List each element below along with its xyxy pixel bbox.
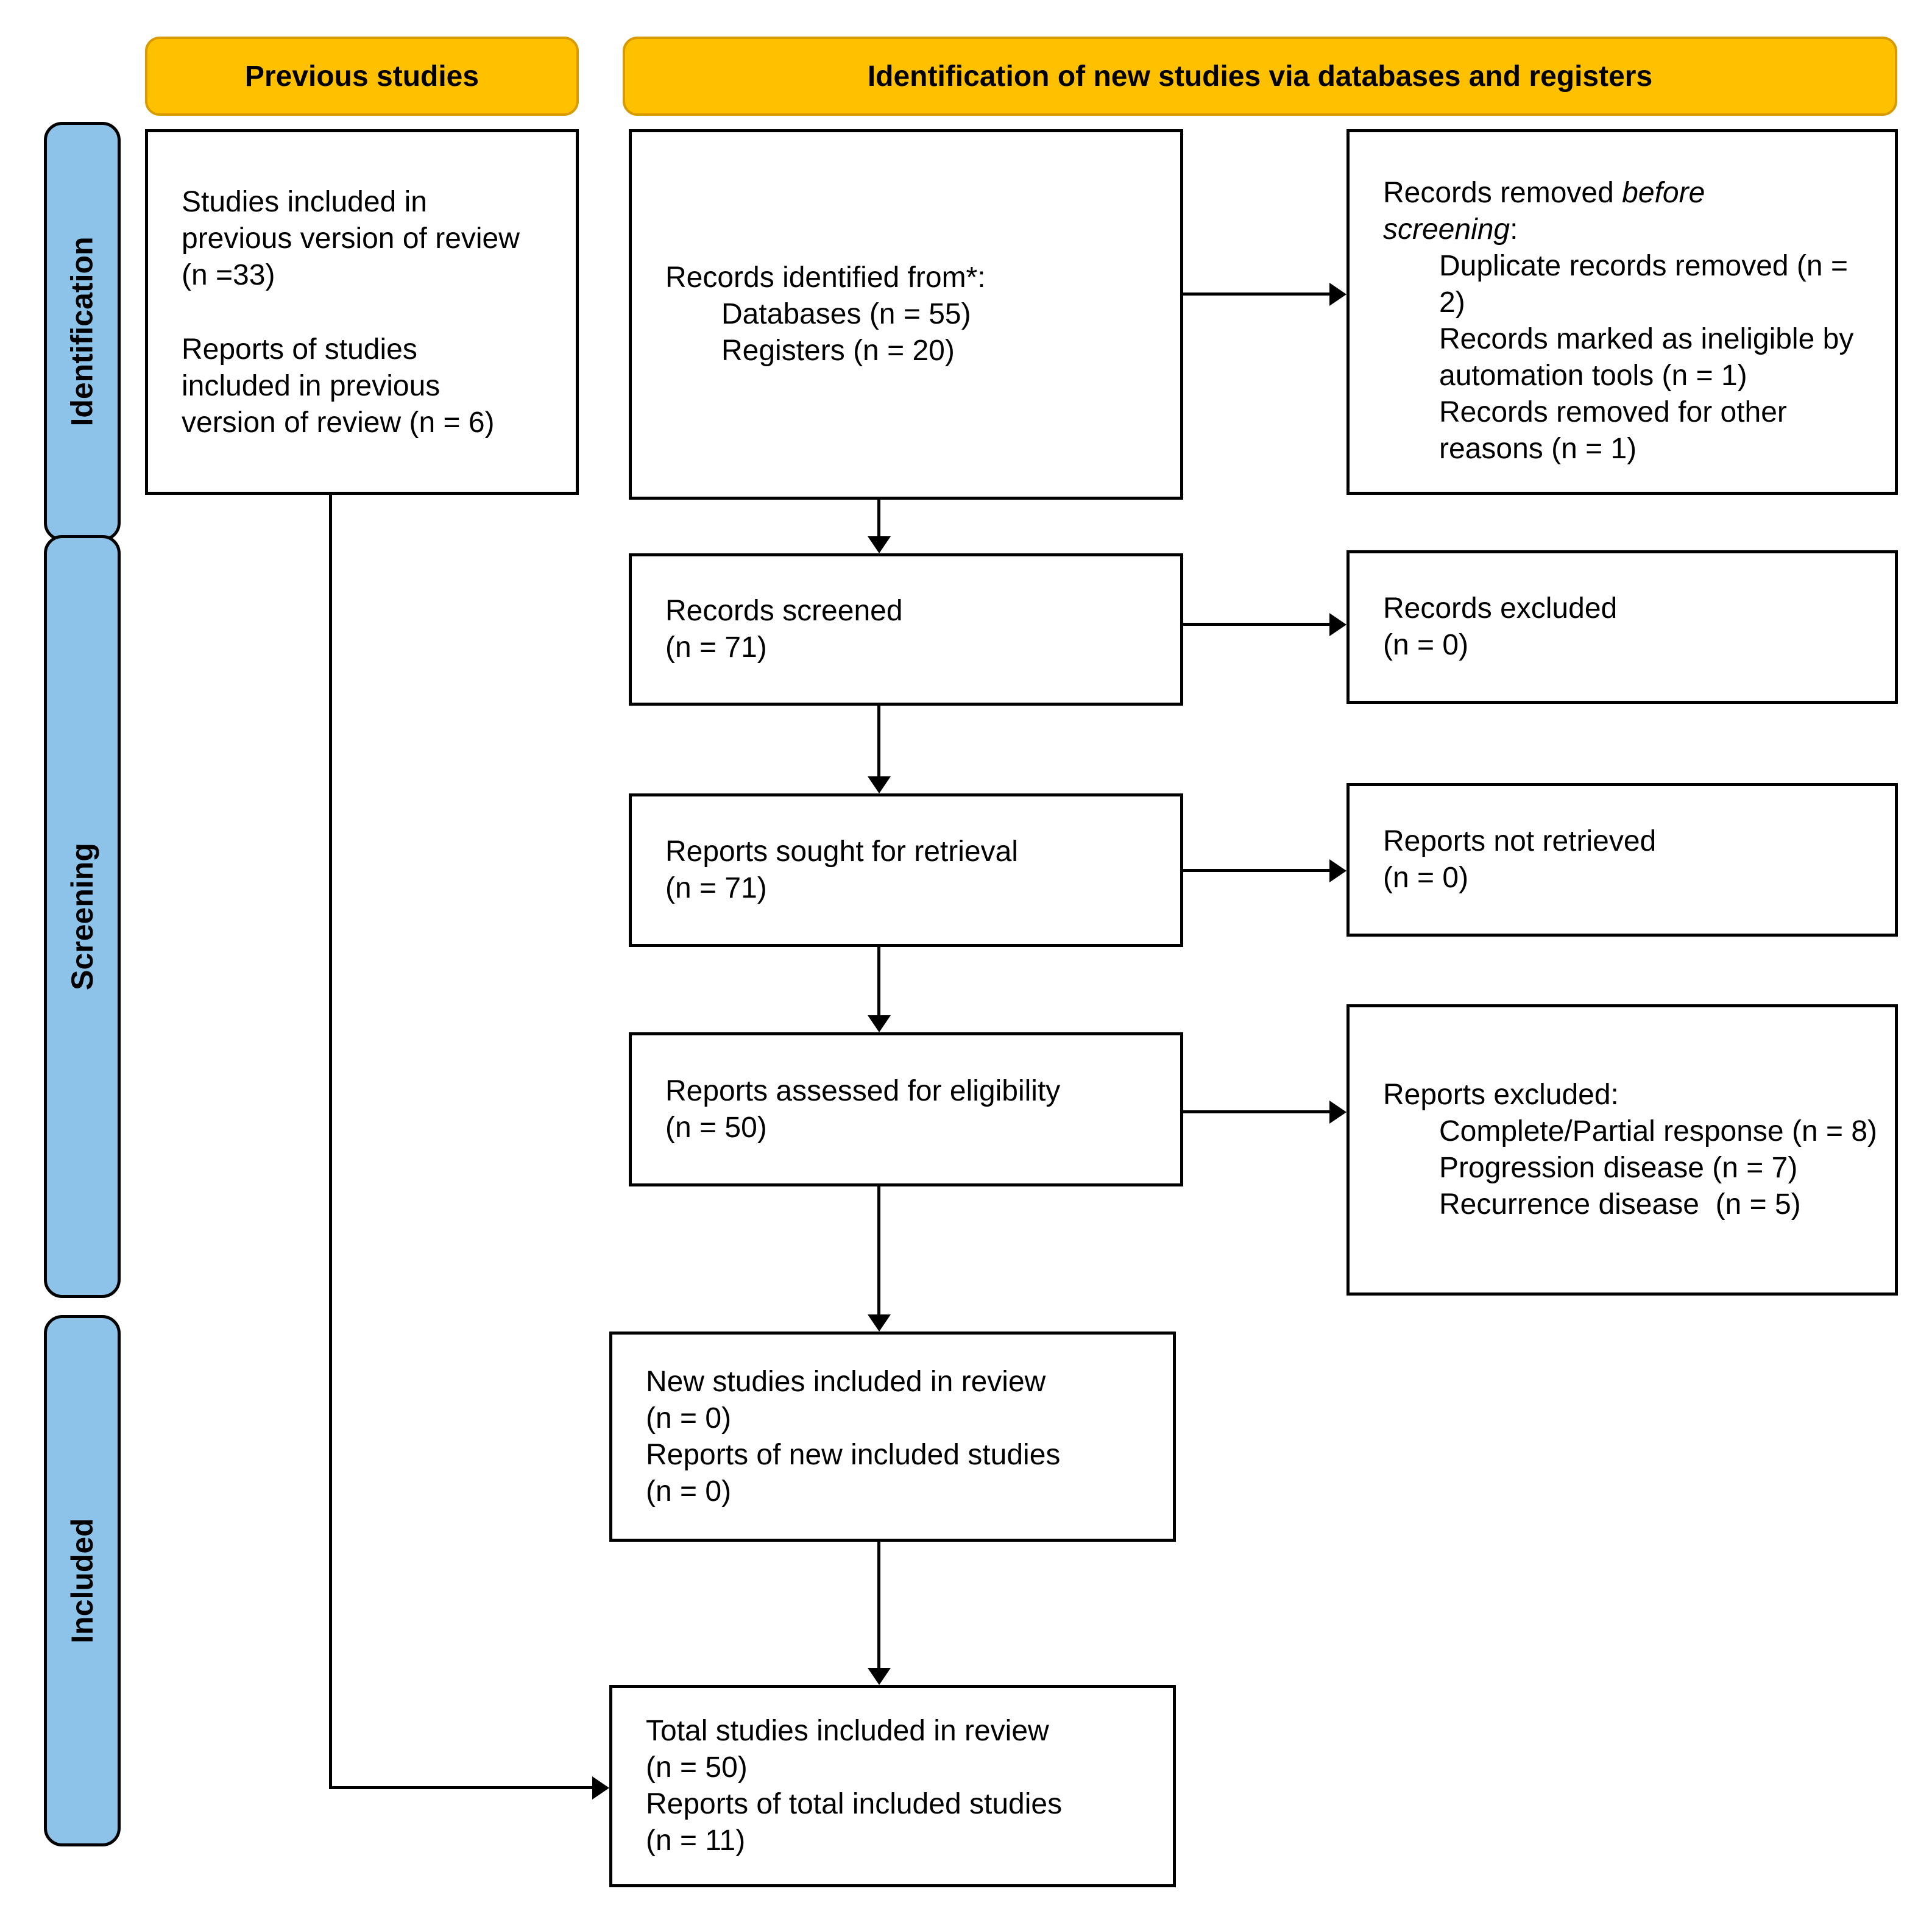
records-removed-box: Records removed before screening: Duplic… [1346,129,1898,495]
new-studies-line: (n = 0) [646,1402,732,1434]
records-removed-title-suffix: : [1510,213,1518,246]
stage-label-identification: Identification [44,122,121,541]
reports-not-retrieved-line1: Reports not retrieved [1383,825,1657,857]
stage-label-included: Included [44,1315,121,1846]
records-removed-title-prefix: Records removed [1383,177,1622,209]
arrowhead-down-icon [868,1314,891,1332]
connector-screened-to-sought [877,706,880,778]
reports-not-retrieved-line2: (n = 0) [1383,862,1469,894]
connector-new-studies-to-total [877,1542,880,1669]
connector-assessed-to-new-studies [877,1186,880,1316]
records-screened-line1: Records screened [665,595,903,627]
arrowhead-down-icon [868,776,891,793]
new-studies-included-box: New studies included in review (n = 0) R… [609,1332,1176,1542]
reports-assessed-line2: (n = 50) [665,1111,767,1144]
reports-excluded-item: Recurrence disease (n = 5) [1439,1188,1801,1221]
connector-sought-to-not-retrieved [1183,869,1331,872]
records-identified-item: Databases (n = 55) [721,298,971,330]
records-identified-box: Records identified from*: Databases (n =… [629,129,1183,500]
spacer [182,294,548,332]
reports-sought-box: Reports sought for retrieval (n = 71) [629,793,1183,947]
records-screened-line2: (n = 71) [665,631,767,664]
previous-studies-para2: Reports of studies included in previous … [182,333,495,439]
new-studies-line: Reports of new included studies [646,1438,1061,1471]
arrowhead-down-icon [868,536,891,553]
connector-identified-to-removed [1183,293,1331,296]
records-excluded-line1: Records excluded [1383,592,1618,625]
reports-excluded-title: Reports excluded: [1383,1079,1619,1111]
previous-studies-header-label: Previous studies [244,60,479,93]
previous-studies-header: Previous studies [145,37,579,116]
identification-new-studies-header-label: Identification of new studies via databa… [867,60,1653,93]
records-excluded-box: Records excluded (n = 0) [1346,550,1898,704]
records-removed-item: Records removed for other reasons (n = 1… [1439,396,1796,465]
records-identified-item: Registers (n = 20) [721,335,955,367]
total-studies-included-box: Total studies included in review (n = 50… [609,1685,1176,1887]
connector-previous-studies-vertical [329,495,332,1789]
stage-label-included-text: Included [65,1518,100,1644]
reports-sought-line2: (n = 71) [665,872,767,904]
total-studies-line: (n = 11) [646,1824,746,1857]
reports-excluded-item: Progression disease (n = 7) [1439,1152,1798,1184]
records-removed-title: Records removed before screening: [1383,175,1761,248]
records-screened-box: Records screened (n = 71) [629,553,1183,706]
stage-label-screening-text: Screening [65,843,99,990]
arrowhead-down-icon [868,1015,891,1032]
arrowhead-right-icon [1329,613,1346,636]
records-removed-item: Records marked as ineligible by automati… [1439,323,1862,392]
reports-assessed-line1: Reports assessed for eligibility [665,1074,1061,1107]
previous-studies-box: Studies included in previous version of … [145,129,579,495]
connector-identified-to-screened [877,500,880,537]
total-studies-line: Total studies included in review [646,1715,1049,1747]
reports-not-retrieved-box: Reports not retrieved (n = 0) [1346,783,1898,937]
total-studies-line: (n = 50) [646,1751,748,1784]
arrowhead-down-icon [868,1668,891,1685]
arrowhead-right-icon [1329,283,1346,306]
arrowhead-right-icon [1329,859,1346,882]
records-excluded-line2: (n = 0) [1383,629,1469,661]
connector-screened-to-excluded [1183,623,1331,626]
identification-new-studies-header: Identification of new studies via databa… [623,37,1897,116]
records-removed-item: Duplicate records removed (n = 2) [1439,250,1856,319]
previous-studies-para1: Studies included in previous version of … [182,186,520,291]
reports-excluded-box: Reports excluded: Complete/Partial respo… [1346,1004,1898,1296]
new-studies-line: New studies included in review [646,1365,1046,1398]
stage-label-identification-text: Identification [65,236,100,427]
records-identified-title: Records identified from*: [665,261,986,294]
arrowhead-right-icon [592,1776,609,1800]
records-removed-title-italic: before screening [1383,177,1705,246]
connector-assessed-to-reports-excluded [1183,1110,1331,1113]
connector-previous-studies-horizontal [329,1786,594,1789]
connector-sought-to-assessed [877,947,880,1016]
reports-excluded-item: Complete/Partial response (n = 8) [1439,1115,1878,1147]
total-studies-line: Reports of total included studies [646,1788,1063,1820]
new-studies-line: (n = 0) [646,1475,732,1508]
reports-assessed-box: Reports assessed for eligibility (n = 50… [629,1032,1183,1186]
stage-label-screening: Screening [44,535,121,1298]
reports-sought-line1: Reports sought for retrieval [665,835,1018,868]
arrowhead-right-icon [1329,1101,1346,1124]
